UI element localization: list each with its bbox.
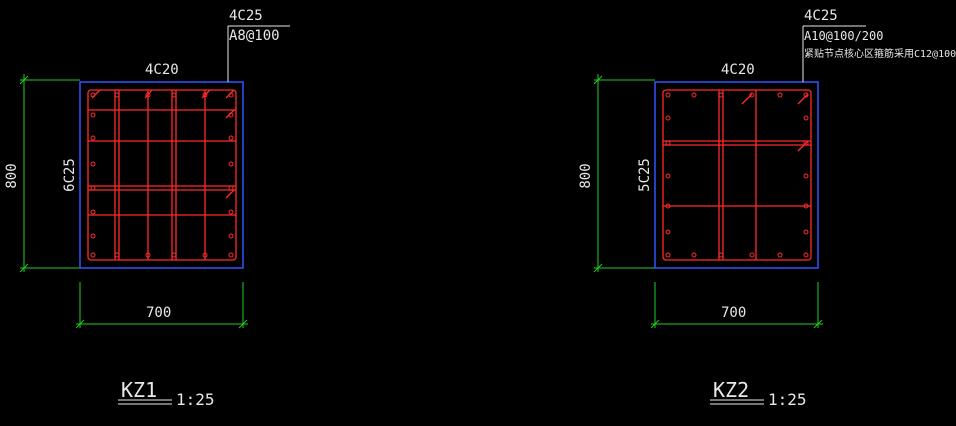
kz1-bar xyxy=(228,209,234,215)
kz2-bar xyxy=(665,115,671,121)
kz1-leader xyxy=(227,25,290,82)
kz1-rebar xyxy=(87,89,237,261)
kz2-bar xyxy=(665,173,671,179)
kz1-dim-tick-top xyxy=(19,75,29,85)
kz1-height-dim-label: 800 xyxy=(4,163,20,189)
kz1-bar xyxy=(114,92,120,98)
kz1-bar xyxy=(90,161,96,167)
kz1-hook-5 xyxy=(225,109,235,119)
kz1-bar xyxy=(171,252,177,258)
kz2-section xyxy=(593,25,866,405)
kz2-bar xyxy=(749,92,755,98)
kz2-hook-2 xyxy=(797,93,809,105)
kz1-bar xyxy=(90,233,96,239)
kz2-bar xyxy=(665,229,671,235)
kz1-bar xyxy=(90,135,96,141)
kz1-annot-main-bars: 4C25 xyxy=(229,8,263,24)
kz1-dim-tick-bottom xyxy=(19,263,29,273)
kz1-section xyxy=(19,25,290,405)
drawing-canvas: 4C25 A8@100 4C20 6C25 800 700 KZ1 1:25 4… xyxy=(4,8,956,409)
kz1-side-bars-label: 6C25 xyxy=(62,158,78,192)
kz1-bar xyxy=(90,209,96,215)
kz2-bars xyxy=(665,92,809,258)
kz2-annot-core-stirrup: 紧贴节点核心区箍筋采用C12@100 xyxy=(804,49,956,60)
kz2-bar xyxy=(803,203,809,209)
kz2-dim-tick-right xyxy=(813,319,823,329)
kz2-height-dim-label: 800 xyxy=(578,163,594,189)
kz1-bar xyxy=(228,185,234,191)
kz1-title: KZ1 xyxy=(121,378,158,402)
kz1-bar xyxy=(145,92,151,98)
kz1-bar xyxy=(202,92,208,98)
kz2-title: KZ2 xyxy=(713,378,750,402)
kz2-side-bars-label: 5C25 xyxy=(637,158,653,192)
kz2-bar xyxy=(691,252,697,258)
kz2-dim-tick-left xyxy=(650,319,660,329)
kz2-bar xyxy=(749,252,755,258)
kz2-bar xyxy=(718,92,724,98)
kz1-bar xyxy=(228,135,234,141)
kz1-top-bars-label: 4C20 xyxy=(145,62,179,78)
kz1-dim-tick-left xyxy=(75,319,85,329)
kz1-bar xyxy=(228,233,234,239)
kz1-bar xyxy=(228,161,234,167)
kz2-top-bars-label: 4C20 xyxy=(721,62,755,78)
kz2-dim-tick-bottom xyxy=(593,263,603,273)
kz2-outer-stirrup xyxy=(662,89,812,261)
kz2-bar xyxy=(718,252,724,258)
kz1-hook-6 xyxy=(225,189,235,199)
kz1-bar xyxy=(145,252,151,258)
kz1-bar xyxy=(90,185,96,191)
kz1-bar xyxy=(228,92,234,98)
kz1-title-underline xyxy=(118,399,172,405)
kz1-bar xyxy=(228,112,234,118)
kz1-bar xyxy=(228,252,234,258)
kz2-bar xyxy=(665,140,671,146)
kz2-bar xyxy=(691,92,697,98)
kz2-annot-stirrup: A10@100/200 xyxy=(804,29,884,43)
kz2-outline xyxy=(654,81,819,269)
kz2-bar xyxy=(803,173,809,179)
kz2-dimensions xyxy=(593,74,823,329)
kz2-leader xyxy=(802,25,866,82)
kz1-dimensions xyxy=(19,74,248,329)
kz1-bar xyxy=(90,112,96,118)
kz2-bar xyxy=(803,252,809,258)
kz1-outline xyxy=(79,81,244,269)
kz1-bar xyxy=(202,252,208,258)
kz1-dim-tick-right xyxy=(238,319,248,329)
section-drawings xyxy=(19,25,866,405)
kz2-width-dim-label: 700 xyxy=(721,305,747,321)
kz1-width-dim-label: 700 xyxy=(146,305,172,321)
kz1-bar xyxy=(90,92,96,98)
kz2-bar xyxy=(803,229,809,235)
kz2-annot-main-bars: 4C25 xyxy=(804,8,838,24)
kz1-scale: 1:25 xyxy=(176,390,215,409)
kz2-bar xyxy=(665,203,671,209)
kz2-dim-tick-top xyxy=(593,75,603,85)
kz1-annot-stirrup: A8@100 xyxy=(229,28,280,44)
kz1-bar xyxy=(90,252,96,258)
kz2-bar xyxy=(665,92,671,98)
kz2-bar xyxy=(803,92,809,98)
kz2-bar xyxy=(665,252,671,258)
kz2-title-underline xyxy=(710,399,764,405)
kz1-bar xyxy=(171,92,177,98)
kz2-bar xyxy=(803,140,809,146)
kz2-bar xyxy=(803,115,809,121)
kz2-bar xyxy=(777,92,783,98)
kz1-hook-4 xyxy=(225,89,235,99)
kz2-scale: 1:25 xyxy=(768,390,807,409)
kz2-rebar xyxy=(662,89,812,261)
kz1-bars xyxy=(90,92,234,258)
kz1-outer-stirrup xyxy=(87,89,237,261)
kz2-hook-3 xyxy=(797,140,809,152)
kz1-bar xyxy=(114,252,120,258)
kz2-bar xyxy=(777,252,783,258)
